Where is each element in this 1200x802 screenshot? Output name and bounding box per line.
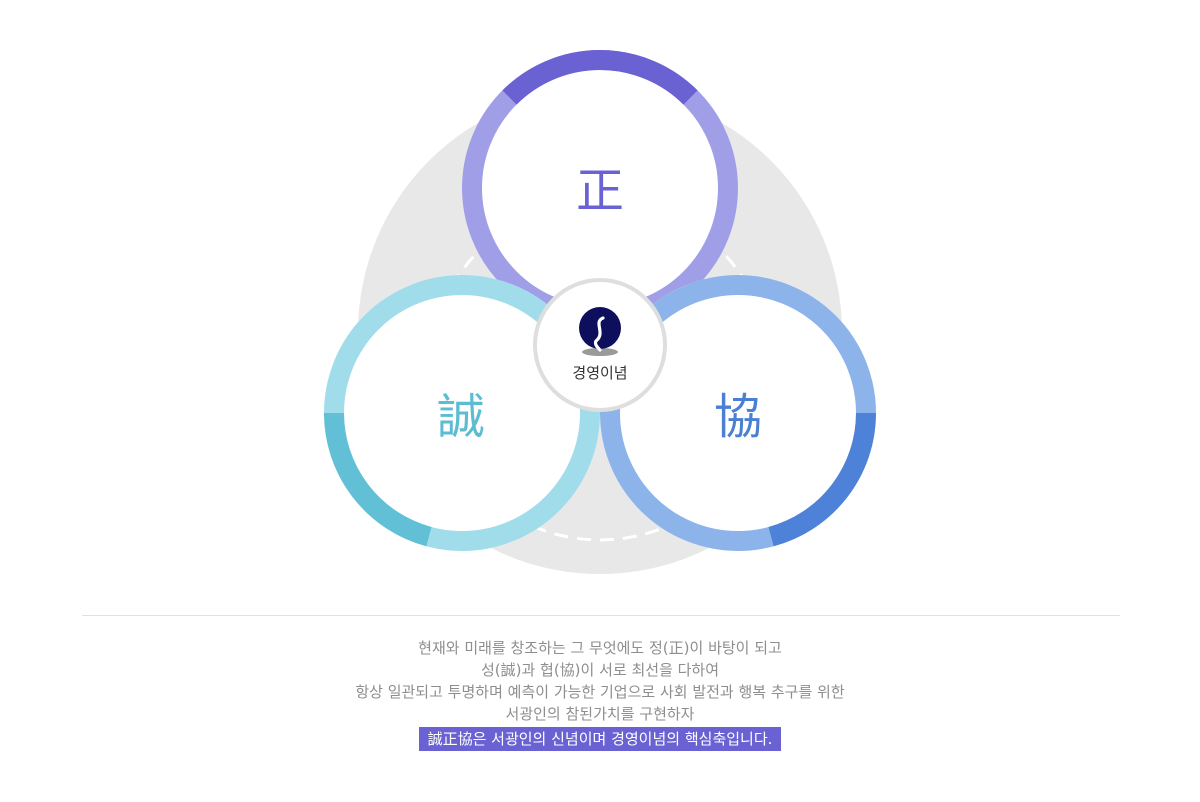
description-line-2: 성(誠)과 협(協)이 서로 최선을 다하여 [480,661,720,679]
right-ring-accent-arc [768,412,876,547]
highlight-statement: 誠正協은 서광인의 신념이며 경영이념의 핵심축입니다. [418,727,782,751]
left-circle-char: 誠 [437,389,485,445]
center-label: 경영이념 [572,364,627,382]
top-ring-accent-arc [502,50,698,105]
philosophy-description: 현재와 미래를 창조하는 그 무엇에도 정(正)이 바탕이 되고 성(誠)과 협… [0,637,1200,751]
description-line-4: 서광인의 참된가치를 구현하자 [505,705,695,723]
core-values-diagram: 正 誠 協 경영이념 [324,50,876,574]
description-line-3: 항상 일관되고 투명하며 예측이 가능한 기업으로 사회 발전과 행복 추구를 … [355,683,845,701]
right-circle-char: 協 [714,389,762,445]
section-divider [82,615,1120,616]
center-badge: 경영이념 [533,278,667,412]
company-logo-icon [579,307,621,356]
top-circle-char: 正 [576,163,624,219]
highlight-wrap: 誠正協은 서광인의 신념이며 경영이념의 핵심축입니다. [0,727,1200,751]
description-line-1: 현재와 미래를 창조하는 그 무엇에도 정(正)이 바탕이 되고 [418,639,782,657]
left-ring-accent-arc [324,412,432,547]
left-ring [324,275,600,551]
right-ring [600,275,876,551]
